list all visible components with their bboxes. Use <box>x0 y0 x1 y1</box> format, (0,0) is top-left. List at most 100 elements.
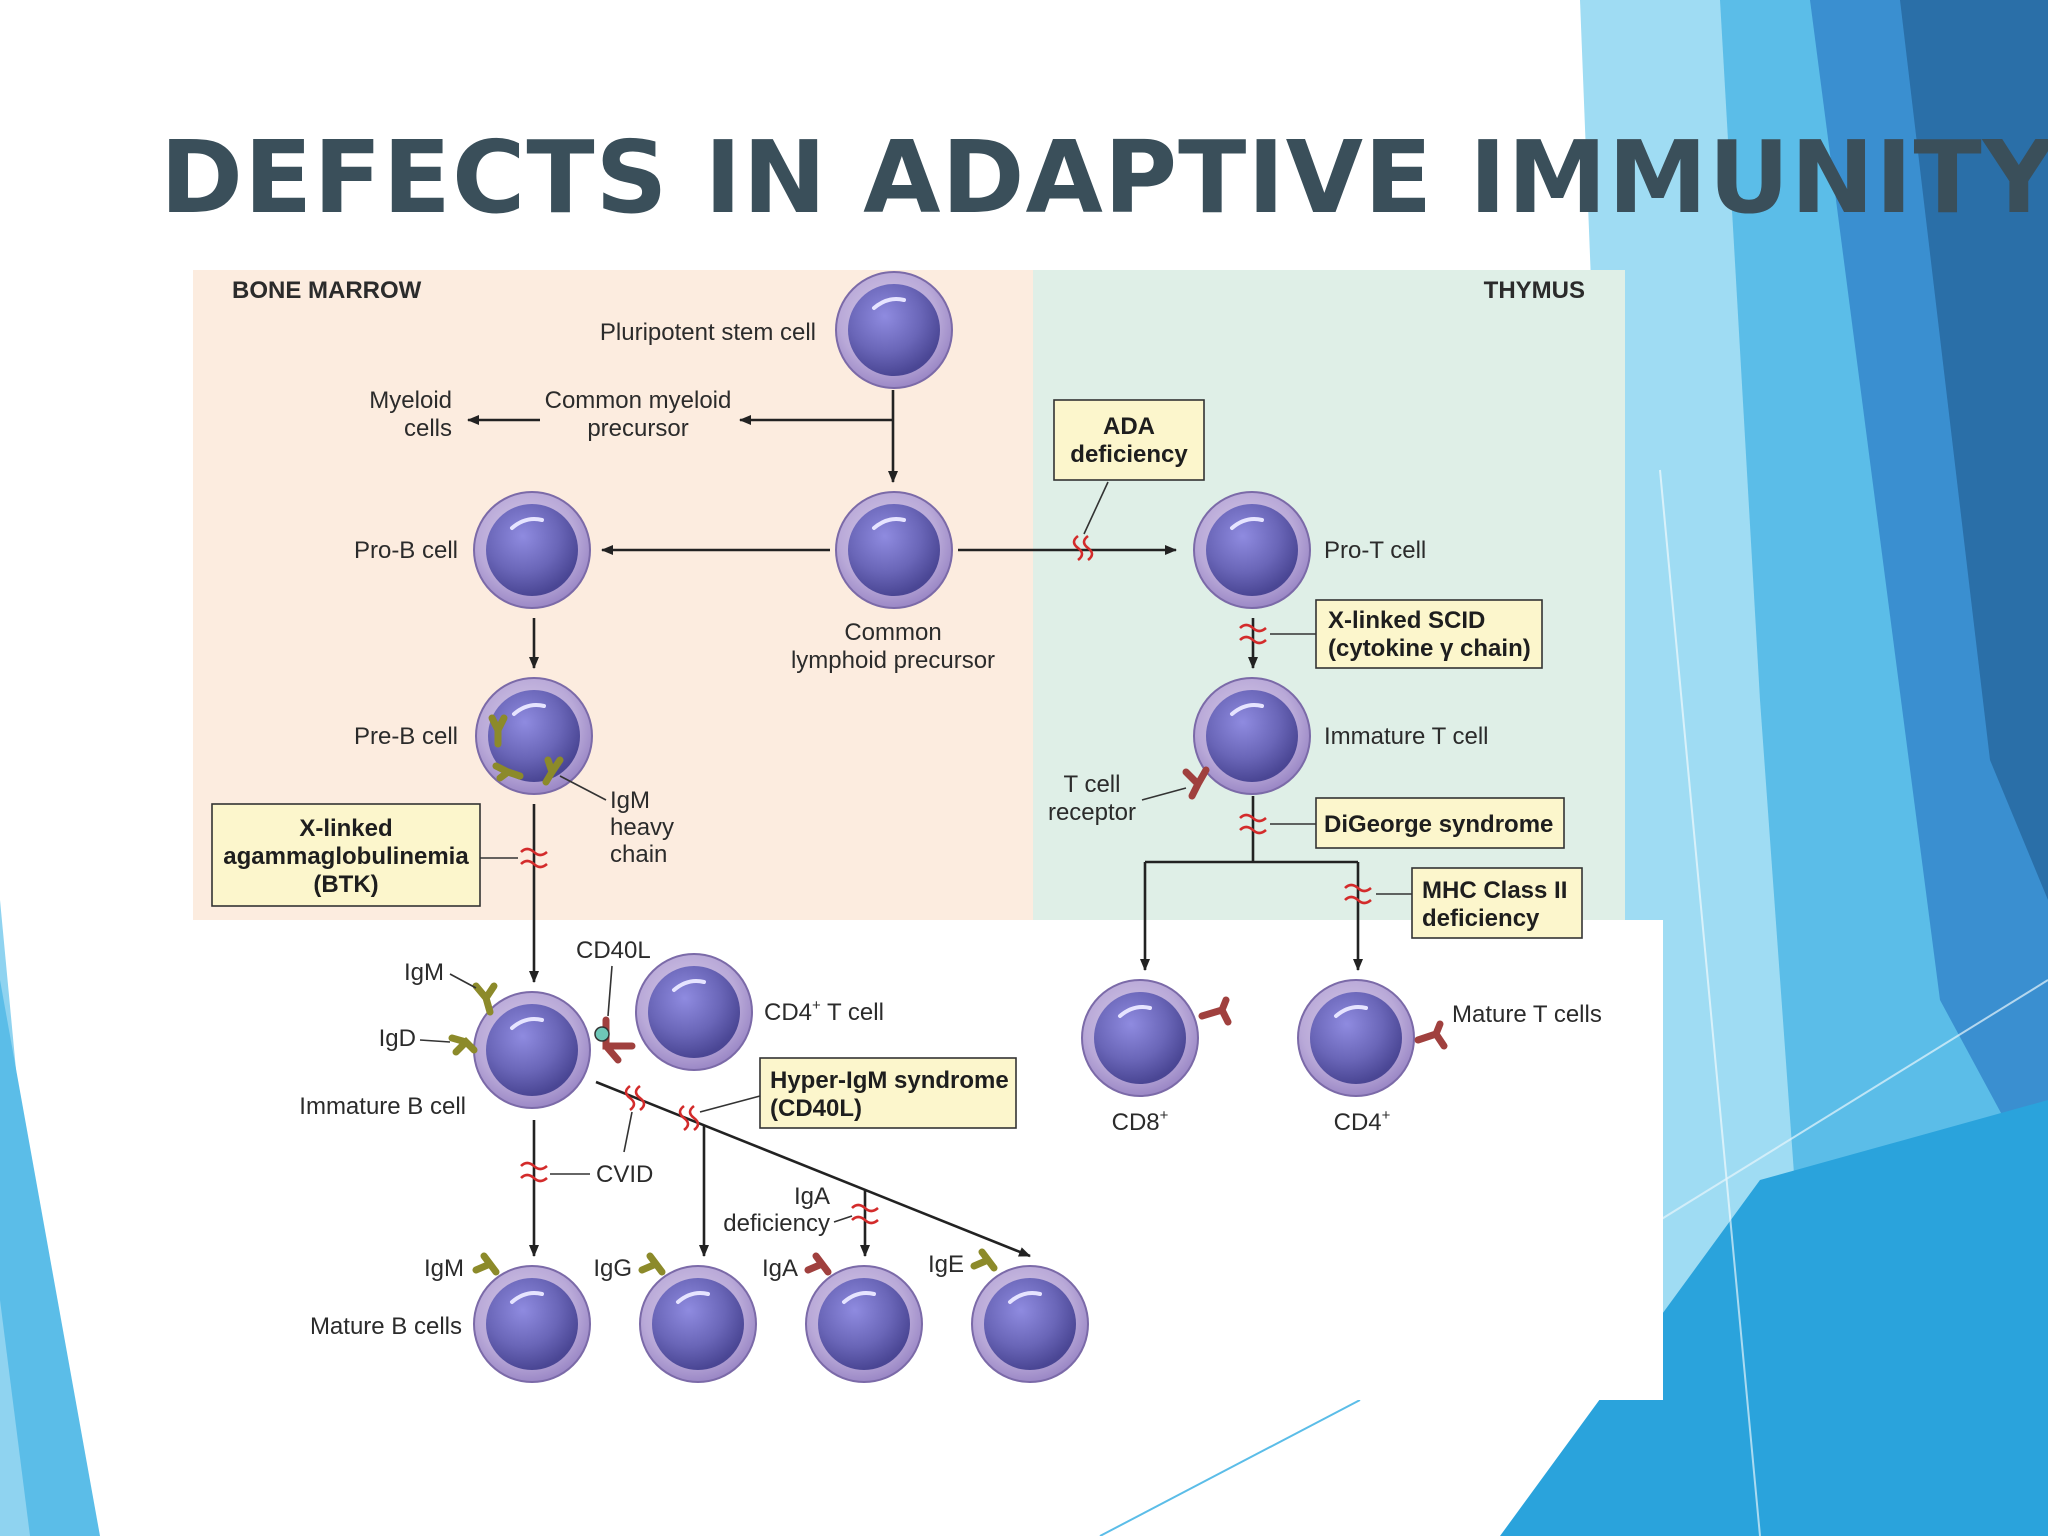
pre-b-igm-receptors <box>488 714 564 786</box>
svg-text:agammaglobulinemia: agammaglobulinemia <box>223 843 469 870</box>
igd-surface-label: IgD <box>379 1025 416 1052</box>
igm-heavy-label-3: chain <box>610 841 667 868</box>
iga-deficiency-leader <box>833 1215 853 1223</box>
stem-cell-label: Pluripotent stem cell <box>600 319 816 346</box>
right-accent-line <box>1659 469 1761 1536</box>
svg-text:deficiency: deficiency <box>1070 441 1188 468</box>
mature-b-cell-igg <box>638 1264 758 1384</box>
cvid-leader-2 <box>623 1111 633 1153</box>
svg-text:DiGeorge syndrome: DiGeorge syndrome <box>1324 811 1553 838</box>
igd-surface-leader <box>419 1039 451 1043</box>
mature-b-cell-iga <box>804 1264 924 1384</box>
igm-surface-leader <box>449 973 477 989</box>
svg-text:MHC Class II: MHC Class II <box>1422 877 1567 904</box>
mature-iga-receptor <box>804 1252 832 1276</box>
cvid-block <box>520 1161 548 1183</box>
iga-deficiency-label-2: deficiency <box>723 1210 830 1237</box>
cvid-class-switch-block <box>624 1084 646 1112</box>
myeloid-precursor-label-1: Common myeloid <box>545 387 732 414</box>
bone-marrow-label: BONE MARROW <box>232 277 422 304</box>
cd40l-label: CD40L <box>576 937 651 964</box>
cd4-label: CD4+ <box>1334 1107 1391 1136</box>
xla-box: X-linked agammaglobulinemia (BTK) <box>211 803 518 907</box>
xla-block <box>520 847 548 869</box>
ada-deficiency-box: ADA deficiency <box>1053 399 1205 535</box>
pro-b-label: Pro-B cell <box>354 537 458 564</box>
myeloid-label-1: Myeloid <box>369 387 452 414</box>
pluripotent-stem-cell <box>834 270 954 390</box>
slide-title: DEFECTS IN ADAPTIVE IMMUNITY <box>160 119 2048 236</box>
svg-text:ADA: ADA <box>1103 413 1155 440</box>
mhc2-block <box>1344 883 1372 905</box>
tcr-leader <box>1141 787 1187 801</box>
mature-ige-receptor <box>970 1248 998 1272</box>
tcr-label-2: receptor <box>1048 799 1136 826</box>
svg-text:X-linked: X-linked <box>299 815 392 842</box>
mature-b-cell-igm <box>472 1264 592 1384</box>
cvid-label: CVID <box>596 1161 653 1188</box>
mature-b-cell-ige <box>970 1264 1090 1384</box>
pro-t-label: Pro-T cell <box>1324 537 1426 564</box>
cd8-label: CD8+ <box>1112 1107 1169 1136</box>
immature-b-surface-receptors <box>448 982 498 1056</box>
common-lymphoid-precursor-cell <box>834 490 954 610</box>
cd40l-leader <box>607 965 613 1017</box>
hyperigm-block <box>678 1104 700 1132</box>
pre-b-label: Pre-B cell <box>354 723 458 750</box>
cd40l-interaction <box>594 1016 636 1064</box>
mature-igg-receptor <box>638 1252 666 1276</box>
iga-block <box>851 1203 879 1225</box>
mature-ige-label: IgE <box>928 1251 964 1278</box>
lymphoid-precursor-label-1: Common <box>844 619 941 646</box>
svg-text:Hyper-IgM syndrome: Hyper-IgM syndrome <box>770 1067 1009 1094</box>
mature-igg-label: IgG <box>593 1255 632 1282</box>
pre-b-cell <box>474 676 594 796</box>
immatureb-to-ige-arrow <box>595 1080 1031 1258</box>
mature-b-label: Mature B cells <box>310 1313 462 1340</box>
myeloid-precursor-label-2: precursor <box>587 415 688 442</box>
diagram-lower-panel <box>193 920 1663 1400</box>
cd8-t-cell <box>1080 978 1200 1098</box>
svg-text:(cytokine γ chain): (cytokine γ chain) <box>1328 635 1531 662</box>
myeloid-label-2: cells <box>404 415 452 442</box>
cd4-helper-t-cell <box>634 952 754 1072</box>
svg-text:X-linked SCID: X-linked SCID <box>1328 607 1485 634</box>
cd4-t-cell <box>1296 978 1416 1098</box>
hyperigm-box: Hyper-IgM syndrome (CD40L) <box>699 1057 1017 1129</box>
tcr-receptor <box>1182 766 1210 800</box>
pro-b-cell <box>472 490 592 610</box>
cd8-tcr <box>1198 996 1232 1026</box>
cd4-helper-label: CD4+ T cell <box>764 997 884 1026</box>
left-facet-2 <box>0 980 100 1536</box>
mature-igm-receptor <box>472 1252 500 1276</box>
mature-iga-label: IgA <box>762 1255 798 1282</box>
iga-deficiency-label-1: IgA <box>794 1183 830 1210</box>
cd4-tcr <box>1414 1020 1448 1050</box>
right-facet-bottom <box>1500 1100 2048 1536</box>
mature-t-label: Mature T cells <box>1452 1001 1602 1028</box>
igm-heavy-label-2: heavy <box>610 814 674 841</box>
lymphoid-precursor-label-2: lymphoid precursor <box>791 647 995 674</box>
mhc2-box: MHC Class II deficiency <box>1376 867 1583 939</box>
immature-t-cell <box>1192 676 1312 796</box>
igm-surface-label: IgM <box>404 959 444 986</box>
immature-b-label: Immature B cell <box>299 1093 466 1120</box>
svg-text:deficiency: deficiency <box>1422 905 1540 932</box>
bottom-accent-line <box>1099 1399 1361 1536</box>
xscid-block <box>1239 623 1267 645</box>
right-facet-dark <box>1900 0 2048 900</box>
ada-block <box>1072 534 1094 562</box>
xscid-box: X-linked SCID (cytokine γ chain) <box>1270 599 1543 669</box>
immature-t-label: Immature T cell <box>1324 723 1489 750</box>
igm-heavy-leader <box>559 775 607 801</box>
svg-text:(BTK): (BTK) <box>313 871 378 898</box>
thymus-label: THYMUS <box>1484 277 1585 304</box>
digeorge-box: DiGeorge syndrome <box>1270 797 1565 849</box>
pro-t-cell <box>1192 490 1312 610</box>
mature-igm-label: IgM <box>424 1255 464 1282</box>
igm-heavy-label-1: IgM <box>610 787 650 814</box>
digeorge-block <box>1239 813 1267 835</box>
svg-text:(CD40L): (CD40L) <box>770 1095 862 1122</box>
